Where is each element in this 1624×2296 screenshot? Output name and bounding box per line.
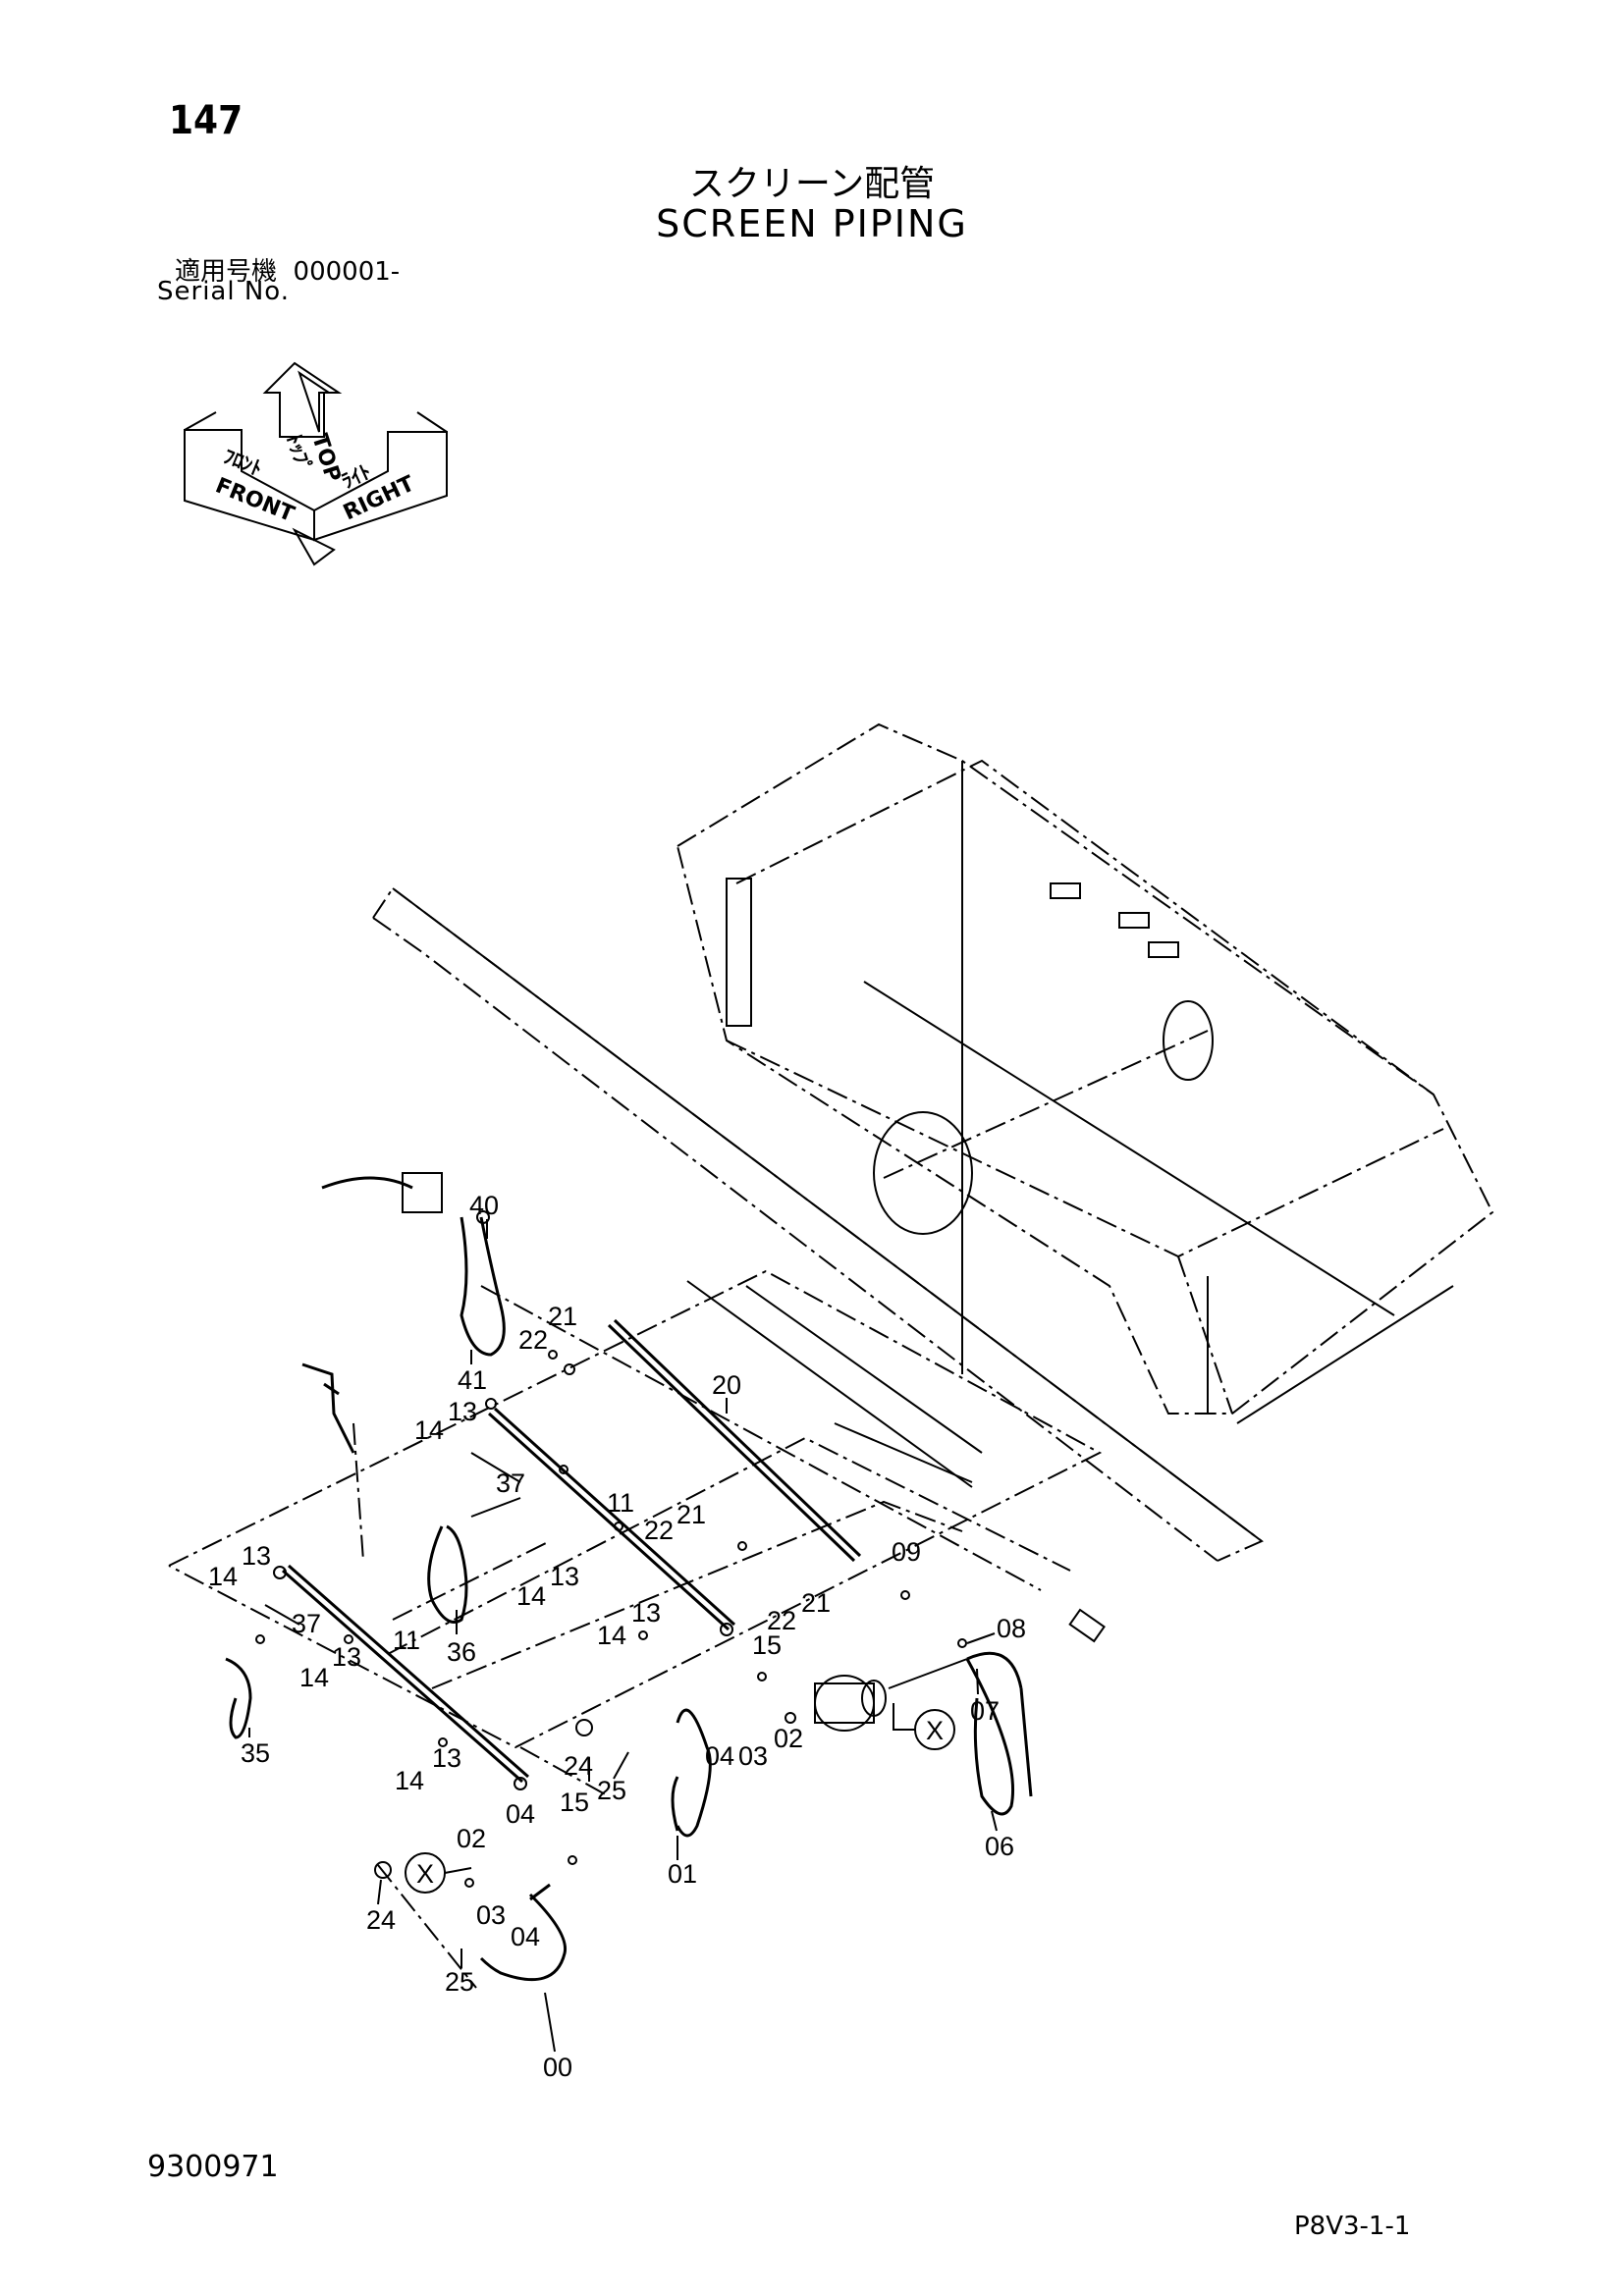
page-title: SCREEN PIPING (656, 202, 968, 245)
orientation-compass: ﾌﾛﾝﾄ FRONT ﾄｯﾌﾟ TOP ﾗｲﾄ RIGHT (184, 361, 448, 566)
callout-14: 14 (208, 1562, 238, 1591)
callout-25: 25 (445, 1967, 474, 1997)
callout-02: 02 (774, 1724, 803, 1753)
callout-41: 41 (458, 1365, 487, 1395)
callout-24: 24 (366, 1905, 396, 1935)
callout-00: 00 (543, 2053, 572, 2082)
screen-box (676, 722, 1494, 1424)
callout-25: 25 (597, 1776, 626, 1805)
callout-11: 11 (393, 1626, 420, 1655)
callout-14: 14 (395, 1766, 424, 1795)
callout-08: 08 (997, 1614, 1026, 1643)
callout-35: 35 (241, 1738, 270, 1768)
callout-07: 07 (970, 1696, 1000, 1726)
callout-21: 21 (677, 1500, 706, 1529)
callout-02: 02 (457, 1824, 486, 1853)
callout-13: 13 (432, 1743, 461, 1773)
callout-22: 22 (767, 1606, 796, 1635)
callout-37: 37 (496, 1468, 525, 1498)
page-number: 147 (169, 98, 244, 143)
callout-14: 14 (516, 1581, 546, 1611)
callout-01: 01 (668, 1859, 697, 1889)
callout-40: 40 (469, 1191, 499, 1220)
hoses (225, 1172, 1033, 1982)
callout-11: 11 (607, 1488, 634, 1518)
doc-number: 9300971 (147, 2150, 279, 2184)
callout-14: 14 (299, 1663, 329, 1692)
callout-20: 20 (712, 1370, 741, 1400)
callout-13: 13 (242, 1541, 271, 1571)
callout-09: 09 (892, 1537, 921, 1567)
callout-15: 15 (752, 1630, 782, 1660)
page-code: P8V3-1-1 (1294, 2212, 1411, 2241)
connection-x: X (926, 1716, 944, 1745)
callout-36: 36 (447, 1637, 476, 1667)
callout-13: 13 (631, 1598, 661, 1628)
callout-21: 21 (801, 1588, 831, 1618)
connection-x: X (416, 1859, 434, 1889)
orient-right-jp: ﾗｲﾄ (338, 459, 374, 493)
callout-06: 06 (985, 1832, 1014, 1861)
serial-label-jp: 適用号機 000001- (175, 257, 401, 287)
callout-15: 15 (560, 1788, 589, 1817)
callout-22: 22 (518, 1325, 548, 1355)
fittings (255, 1210, 967, 1888)
serial-label: Serial No. (157, 277, 290, 306)
callout-03: 03 (738, 1741, 768, 1771)
callout-13: 13 (448, 1397, 477, 1426)
callout-14: 14 (414, 1415, 444, 1445)
callout-04: 04 (506, 1799, 535, 1829)
callout-14: 14 (597, 1621, 626, 1650)
callout-03: 03 (476, 1900, 506, 1930)
callout-13: 13 (332, 1642, 361, 1672)
side-beam (372, 886, 1264, 1643)
leader-lines (248, 1219, 998, 2053)
connection-markers (405, 1703, 955, 1894)
callout-04: 04 (705, 1741, 734, 1771)
callout-22: 22 (644, 1516, 674, 1545)
callout-21: 21 (548, 1302, 577, 1331)
pipes (282, 1280, 983, 1784)
page-title-jp: スクリーン配管 (688, 164, 936, 204)
assembly-plane (168, 1269, 1103, 1989)
callout-13: 13 (550, 1562, 579, 1591)
callout-04: 04 (511, 1922, 540, 1951)
motor (814, 1658, 968, 1732)
orient-front: FRONT (212, 473, 298, 527)
